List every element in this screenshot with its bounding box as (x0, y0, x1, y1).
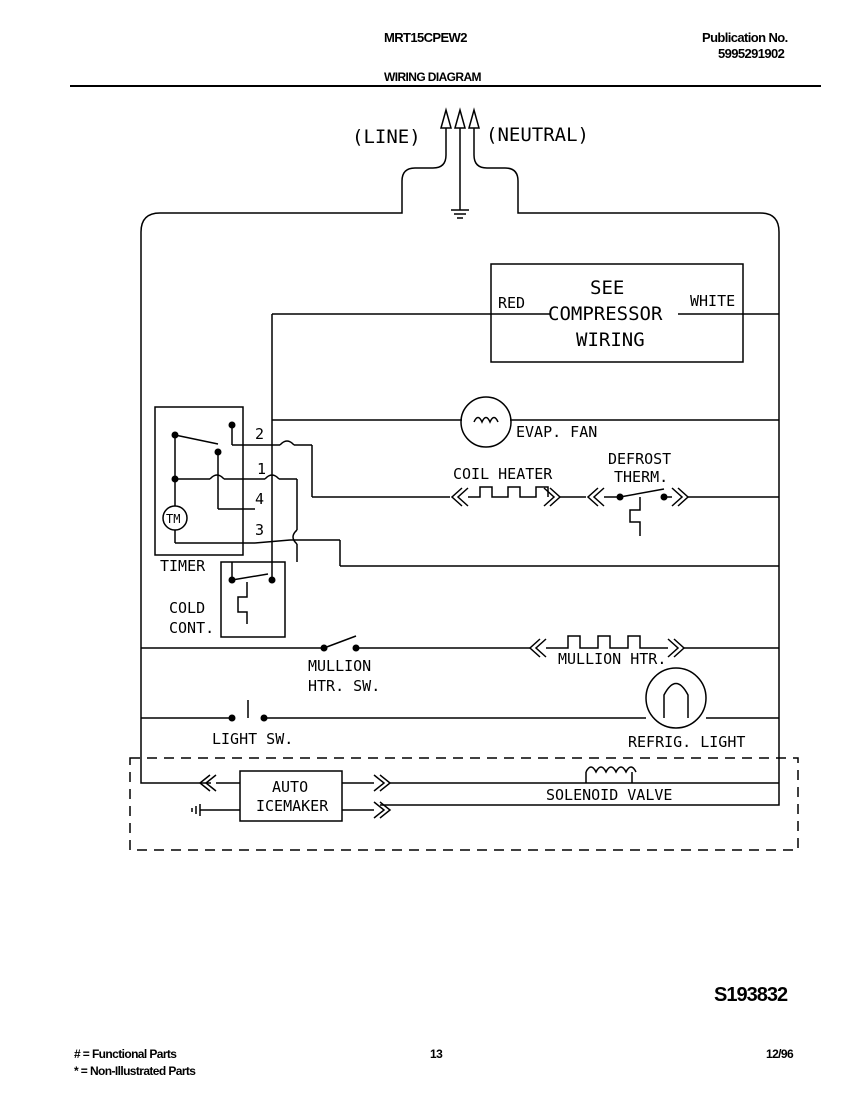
defrost-thermostat (586, 487, 779, 536)
icemaker-label-2: ICEMAKER (256, 797, 329, 815)
publication-label: Publication No. (702, 30, 788, 45)
mullion-row (141, 635, 779, 658)
cold-control-label-2: CONT. (169, 619, 214, 637)
solenoid-valve (585, 766, 637, 783)
coil-heater (450, 486, 586, 507)
timer-internal-wiring (174, 425, 260, 544)
mullion-sw-label-2: HTR. SW. (308, 677, 380, 695)
solenoid-valve-label: SOLENOID VALVE (546, 786, 672, 804)
mullion-sw-label-1: MULLION (308, 657, 371, 675)
timer-label: TIMER (160, 557, 206, 575)
icemaker-wiring (191, 774, 779, 819)
icemaker-box (239, 770, 343, 822)
cold-control-box (220, 561, 286, 638)
compressor-line1: SEE (590, 277, 624, 299)
compressor-line3: WIRING (576, 329, 645, 351)
page-number: 13 (430, 1047, 443, 1061)
publication-number: 5995291902 (718, 46, 785, 61)
light-row (141, 700, 779, 719)
compressor-line2: COMPRESSOR (548, 303, 663, 325)
line-bus (140, 140, 447, 784)
mullion-htr-label: MULLION HTR. (558, 650, 666, 668)
terminal-3: 3 (255, 521, 264, 539)
icemaker-dashed-box (129, 757, 799, 851)
drawing-number: S193832 (714, 984, 788, 1006)
cold-control-switch (231, 562, 273, 624)
neutral-bus (380, 140, 780, 806)
compressor-box (490, 263, 744, 363)
supply-connector (440, 107, 480, 219)
defrost-therm-label-2: THERM. (614, 468, 668, 486)
icemaker-label-1: AUTO (272, 778, 308, 796)
terminal-2: 2 (255, 425, 264, 443)
timer-box (154, 406, 244, 556)
evap-fan-label: EVAP. FAN (516, 423, 597, 441)
coil-heater-label: COIL HEATER (453, 465, 553, 483)
compressor-white-label: WHITE (690, 292, 735, 310)
cold-control-label-1: COLD (169, 599, 205, 617)
date: 12/96 (766, 1047, 794, 1061)
terminal-4: 4 (255, 490, 264, 508)
diagram-title: WIRING DIAGRAM (384, 70, 482, 84)
timer-motor-label: TM (166, 512, 180, 526)
light-sw-label: LIGHT SW. (212, 730, 293, 748)
refrig-light-label: REFRIG. LIGHT (628, 733, 745, 751)
model-number: MRT15CPEW2 (384, 30, 467, 45)
line-label: (LINE) (352, 126, 421, 148)
compressor-red-label: RED (498, 294, 525, 312)
terminal-wiring (254, 314, 779, 575)
defrost-therm-label-1: DEFROST (608, 450, 671, 468)
evap-fan-motor (460, 396, 512, 448)
terminal-1: 1 (257, 460, 266, 478)
neutral-label: (NEUTRAL) (486, 124, 589, 146)
legend-non-illustrated: * = Non-Illustrated Parts (74, 1064, 196, 1078)
refrig-light-bulb (645, 667, 707, 729)
legend-functional: # = Functional Parts (74, 1047, 177, 1061)
